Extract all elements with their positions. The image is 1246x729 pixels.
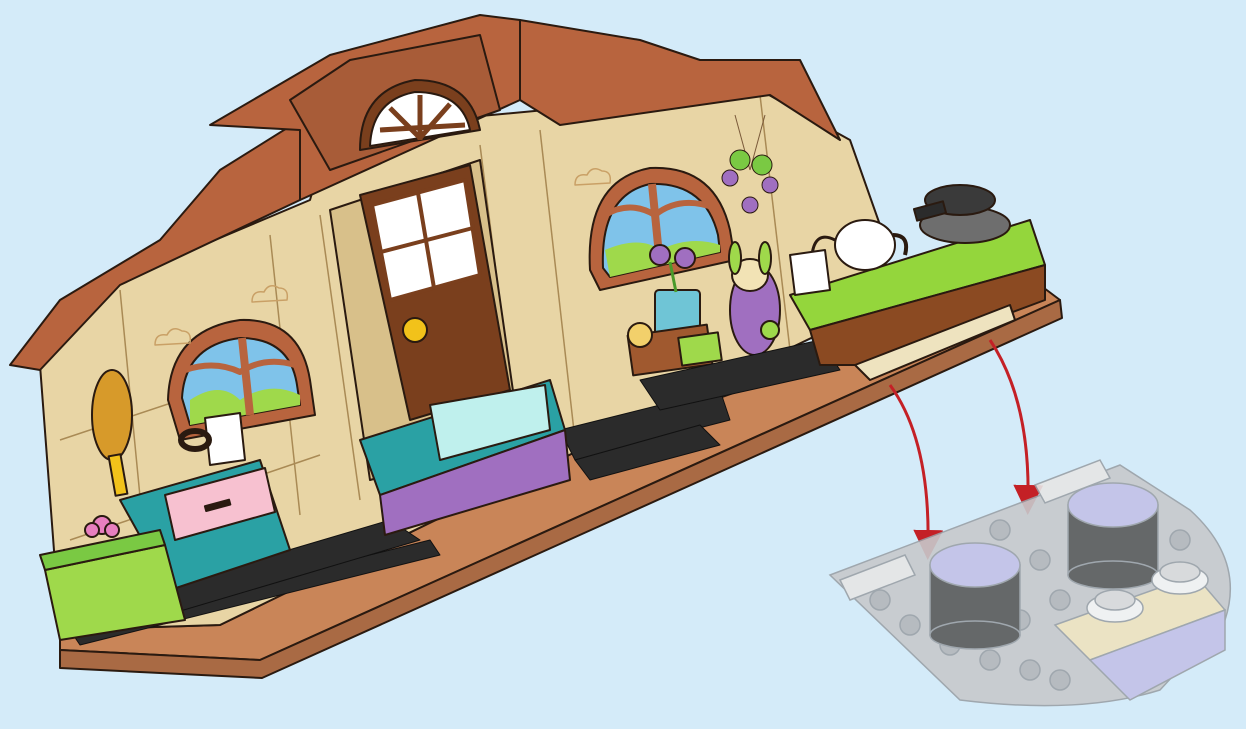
round-brick-left xyxy=(930,543,1020,649)
wall-box-green xyxy=(678,332,722,365)
detail-callout xyxy=(830,460,1230,706)
arrow-right xyxy=(990,340,1028,500)
door-knob xyxy=(403,318,427,342)
moon-decal xyxy=(628,323,652,347)
cup-right xyxy=(790,250,830,295)
arrow-left xyxy=(890,385,928,545)
frying-pan xyxy=(914,185,1010,243)
round-brick-right xyxy=(1068,483,1158,589)
